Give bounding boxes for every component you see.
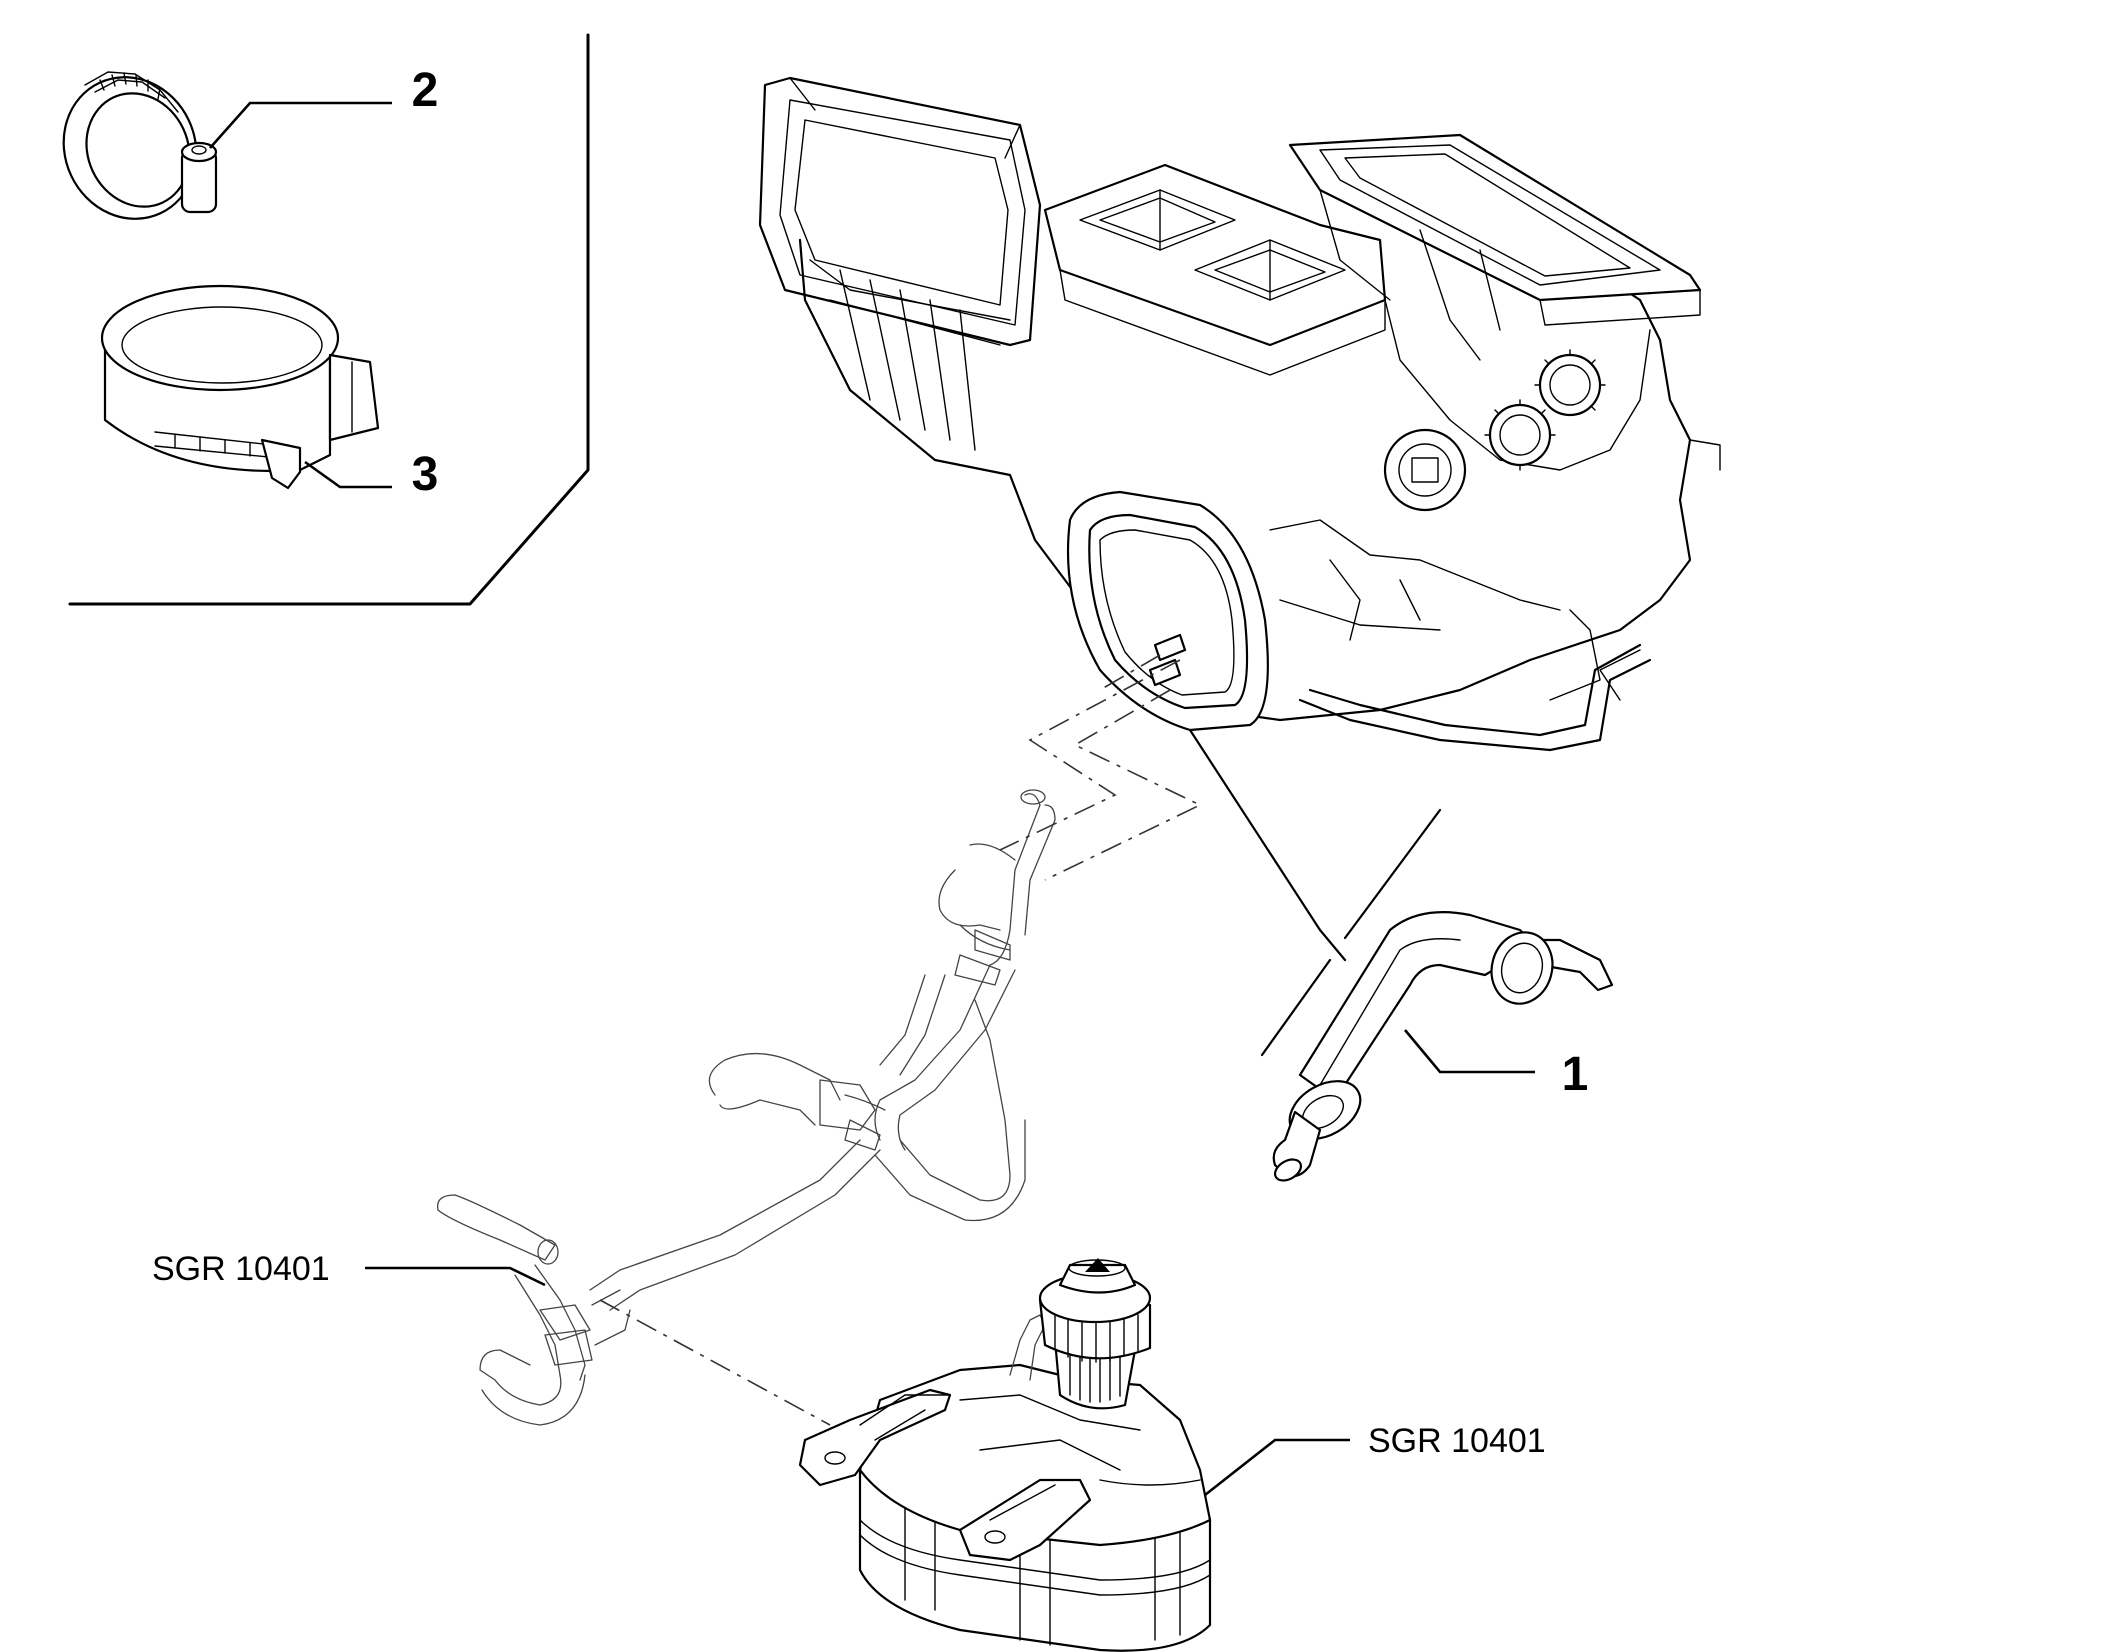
heater-hoses	[436, 789, 1056, 1426]
detail-callout-lines	[1188, 728, 1442, 1057]
callout-1: 1	[1562, 1048, 1589, 1101]
heater-core-seal	[1066, 490, 1269, 732]
callout-3: 3	[412, 448, 439, 501]
hose-clamp-small	[62, 71, 218, 220]
ref-label-hose: SGR 10401	[152, 1250, 330, 1288]
heater-housing	[758, 76, 1721, 752]
ref-label-tank: SGR 10401	[1368, 1422, 1546, 1460]
actuator-gears	[1484, 349, 1606, 471]
leader-part-1	[1404, 1029, 1535, 1074]
expansion-tank	[798, 1258, 1212, 1652]
coolant-pipe-part-1	[1272, 911, 1614, 1182]
leader-lines-inset	[209, 101, 392, 489]
leader-lines-refs	[365, 1266, 1350, 1497]
hose-clamp-band	[100, 284, 380, 490]
inset-frame	[68, 33, 590, 606]
callout-2: 2	[412, 64, 439, 117]
routing-lines	[599, 659, 1202, 1426]
